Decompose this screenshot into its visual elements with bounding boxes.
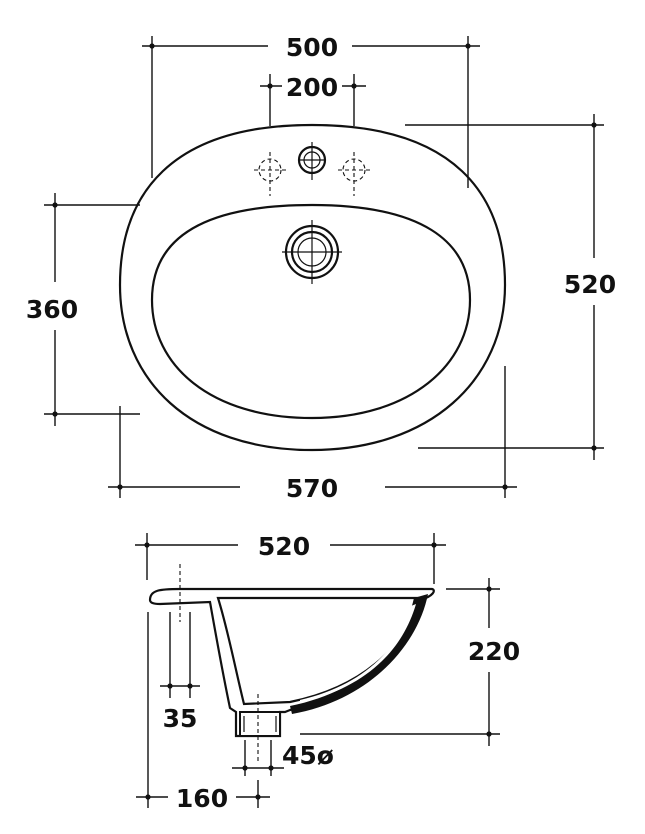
- overflow-hole: [282, 220, 342, 284]
- side-view: 520 220 35 45ø: [135, 532, 520, 813]
- top-view: 500 200 520: [26, 33, 616, 503]
- dimension-570-label: 570: [286, 474, 338, 503]
- dimension-160: 160: [136, 612, 270, 813]
- dimension-220: 220: [300, 578, 520, 746]
- tap-hole-center: [297, 142, 327, 180]
- dimension-520-length-label: 520: [258, 532, 310, 561]
- dimension-500: 500: [142, 33, 480, 188]
- dimension-45-diameter-label: 45ø: [282, 741, 334, 770]
- dimension-570: 570: [108, 366, 517, 503]
- dimension-35-label: 35: [163, 704, 198, 733]
- dimension-360: 360: [26, 193, 140, 426]
- tap-hole-right: [338, 152, 370, 196]
- dimension-500-label: 500: [286, 33, 338, 62]
- basin-outer-rim: [118, 123, 507, 452]
- tap-hole-left: [254, 152, 286, 196]
- dimension-35: 35: [160, 612, 200, 733]
- dimension-520-depth-label: 520: [564, 270, 616, 299]
- dimension-360-label: 360: [26, 295, 78, 324]
- dimension-220-label: 220: [468, 637, 520, 666]
- dimension-200: 200: [260, 73, 366, 126]
- dimension-45-diameter: 45ø: [232, 740, 334, 776]
- dimension-520-depth: 520: [405, 114, 616, 460]
- basin-inner-bowl: [150, 203, 472, 420]
- dimension-160-label: 160: [176, 784, 228, 813]
- waste-outlet: [239, 711, 281, 737]
- dimension-200-label: 200: [286, 73, 338, 102]
- dimension-520-length: 520: [135, 532, 446, 584]
